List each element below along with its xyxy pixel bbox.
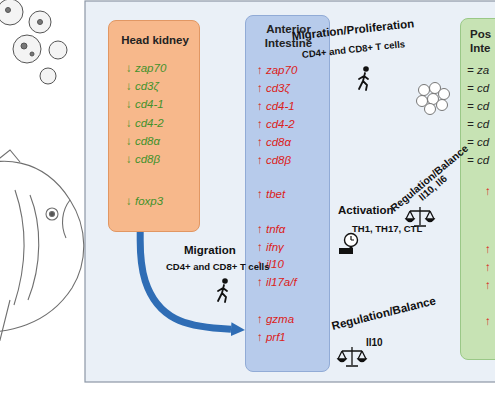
cell-label: CD4+ and CD8+ T cells: [301, 37, 405, 61]
parasite-cell: [0, 0, 23, 25]
gene-entry: ↑: [485, 242, 491, 256]
walking-icon: [218, 278, 228, 302]
gene-entry: ↑ cd4-2: [257, 117, 295, 131]
clock-face: [345, 234, 358, 247]
parasite-cell: [13, 35, 41, 63]
parasite-nucleus: [38, 20, 43, 25]
gene-entry: ↑ cd8α: [257, 135, 291, 149]
organ-title: Pos Inte: [470, 27, 495, 55]
icon-head: [222, 278, 228, 284]
organ-box: Pos Inte = za = cd = cd = cd = cd = cd ↑ ↑ ↑ ↑ ↑: [460, 18, 495, 360]
gene-entry: = cd: [467, 81, 489, 95]
activation-icon: [339, 234, 358, 255]
fish-pupil: [50, 212, 55, 217]
gene-entry: ↑ gzma: [257, 312, 294, 326]
parasite-cell: [49, 41, 67, 59]
organ-box: Head kidney ↓ zap70 ↓ cd3ζ ↓ cd4-1 ↓ cd4-2 ↓ …: [108, 20, 200, 232]
icon-head: [363, 66, 369, 72]
gene-entry: ↓ cd3ζ: [126, 79, 159, 93]
gene-entry: ↑ il17a/f: [257, 275, 297, 289]
gene-entry: ↑: [485, 260, 491, 274]
gene-entry: ↓ cd4-2: [126, 116, 164, 130]
process-label: Migration: [184, 244, 236, 257]
gene-entry: ↓ foxp3: [126, 194, 163, 208]
icon-body: [218, 285, 227, 302]
process-label: Regulation/Balance: [388, 142, 471, 215]
fish-fin: [0, 140, 20, 172]
balance-frame: [338, 347, 366, 366]
gene-entry: = cd: [467, 117, 489, 131]
cell-label: TH1, TH17, CTL: [352, 222, 422, 235]
parasite-cell: [29, 11, 51, 33]
gene-entry: ↓ zap70: [126, 61, 166, 75]
gene-entry: ↓ cd4-1: [126, 97, 164, 111]
cell-circle: [425, 104, 436, 115]
icon-body: [359, 73, 368, 90]
tissue-panel: [85, 1, 495, 382]
cell-cluster-icon: [417, 83, 450, 115]
walking-icon: [359, 66, 369, 90]
organ-title: Head kidney: [109, 33, 201, 47]
fish-gill: [28, 195, 39, 300]
process-label: Activation: [338, 204, 394, 217]
gene-entry: ↑: [485, 278, 491, 292]
gene-entry: = cd: [467, 99, 489, 113]
parasite-nucleus: [30, 52, 34, 56]
clock-hands: [351, 236, 354, 240]
gene-entry: = za: [467, 63, 489, 77]
gene-entry: = cd: [467, 135, 489, 149]
fish-mouth: [63, 200, 70, 238]
gene-entry: ↓ cd8α: [126, 134, 160, 148]
fish-body: [0, 161, 84, 332]
process-label: Regulation/Balance: [330, 294, 437, 332]
gene-entry: ↑ tnfα: [257, 222, 285, 236]
organ-box: Anterior Intestine↑ zap70↑ cd3ζ↑ cd4-1↑ …: [245, 15, 330, 372]
fish-eye: [46, 208, 58, 220]
cytokine-label: Il10: [366, 336, 383, 349]
cell-circle: [439, 89, 450, 100]
balance-icon: [338, 347, 366, 366]
gene-entry: ↑ zap70: [257, 63, 297, 77]
cell-circle: [419, 85, 430, 96]
gene-entry: ↑: [485, 314, 491, 328]
gene-entry: = cd: [467, 153, 489, 167]
fish-gill: [14, 190, 24, 305]
balance-pans: [406, 219, 434, 222]
parasite-nucleus: [6, 8, 11, 13]
parasite-cell: [40, 68, 56, 84]
cell-circle: [437, 100, 448, 111]
gene-entry: ↑ cd4-1: [257, 99, 295, 113]
gene-entry: ↑: [485, 184, 491, 198]
gene-entry: ↑ cd3ζ: [257, 81, 290, 95]
gene-entry: ↑ prf1: [257, 330, 286, 344]
gene-entry: ↓ cd8β: [126, 152, 160, 166]
cell-label: CD4+ and CD8+ T cells: [166, 260, 269, 273]
gene-entry: ↑ tbet: [257, 187, 285, 201]
hand-shape: [339, 246, 353, 254]
gene-entry: ↑ ifnγ: [257, 240, 284, 254]
gene-entry: ↑ cd8β: [257, 153, 291, 167]
fish-fin: [0, 300, 10, 340]
parasite-illustration: [0, 0, 67, 84]
balance-pans: [338, 359, 366, 362]
parasite-nucleus: [21, 43, 27, 49]
fish-illustration: [0, 140, 84, 340]
